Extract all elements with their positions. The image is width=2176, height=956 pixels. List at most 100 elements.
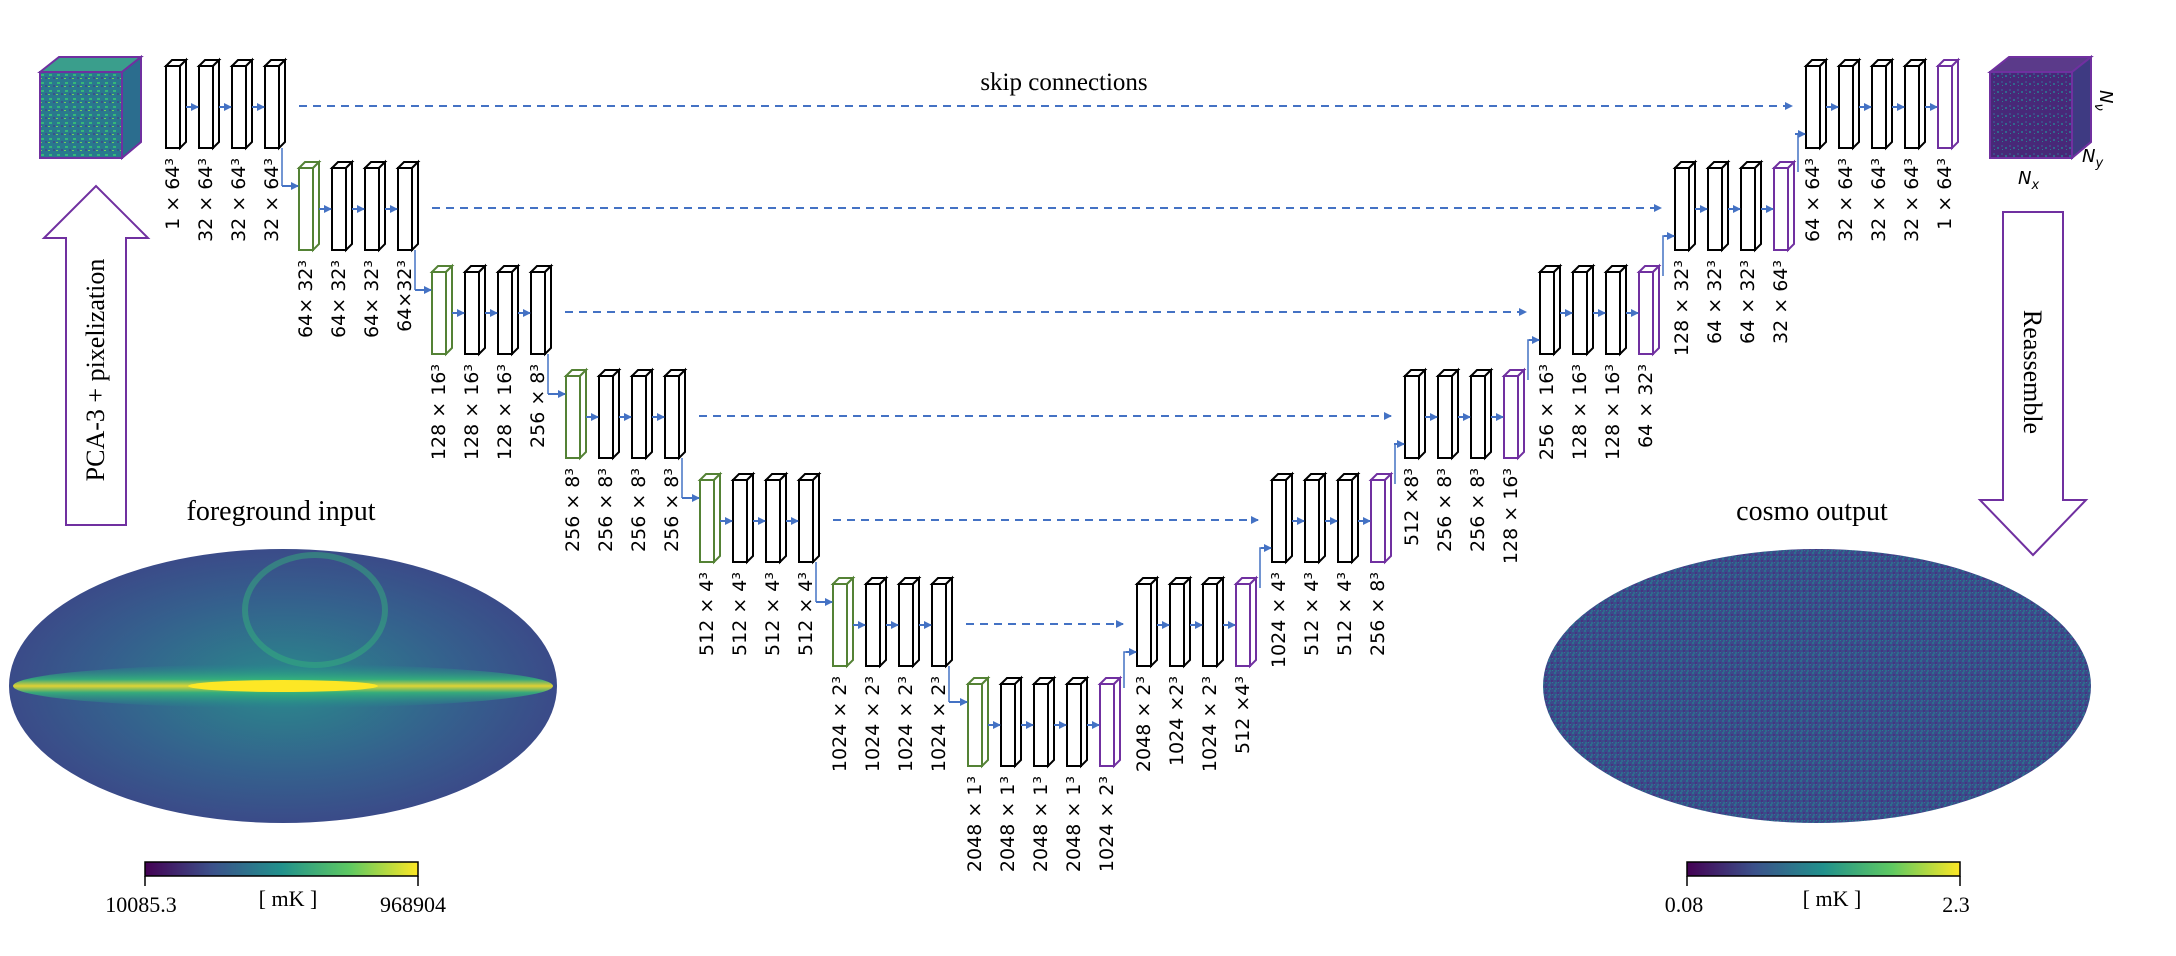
- cosmo-output-title: cosmo output: [1736, 496, 1888, 527]
- decoder-1-block-3: [1368, 471, 1394, 565]
- encoder-3-block-3: [662, 367, 688, 461]
- block-size-label: 1024 × 2³: [1199, 676, 1221, 772]
- block-size-label: 32 × 64³: [1868, 158, 1890, 242]
- encoder-3-block-0: [563, 367, 589, 461]
- network-layers: 1 × 64³ 32 × 64³ 32 × 64³ 32 × 64³ 64× 32³ 64…: [162, 57, 1961, 872]
- block-size-label: 1024 × 2³: [1096, 776, 1118, 872]
- cosmo-max-label: 2.3: [1942, 892, 1970, 917]
- block-size-label: 512 × 4³: [795, 572, 817, 656]
- axis-nx-label: Nx: [2018, 168, 2039, 193]
- encoder-0-block-3: [262, 57, 288, 151]
- encoder-3-block-2: [629, 367, 655, 461]
- decoder-0-block-0: [1134, 575, 1160, 669]
- decoder-3-block-1: [1570, 263, 1596, 357]
- cosmo-sky-map: [1543, 549, 2091, 823]
- block-size-label: 512 × 4³: [1334, 572, 1356, 656]
- foreground-input-title: foreground input: [187, 496, 376, 527]
- block-size-label: 128 × 16³: [494, 364, 516, 460]
- block-size-label: 512 × 4³: [1301, 572, 1323, 656]
- pca-pixelization-label: PCA-3 + pixelization: [81, 259, 110, 482]
- block-size-label: 2048 × 1³: [1063, 776, 1085, 872]
- block-size-label: 2048 × 2³: [1133, 676, 1155, 772]
- block-size-label: 128 × 16³: [461, 364, 483, 460]
- block-size-label: 256 × 8³: [661, 468, 683, 552]
- bottleneck-block-2: [1031, 675, 1057, 769]
- decoder-4-block-2: [1738, 159, 1764, 253]
- encoder-1-block-0: [296, 159, 322, 253]
- block-size-label: 512 ×8³: [1401, 468, 1423, 546]
- block-size-label: 64 × 32³: [1737, 260, 1759, 344]
- block-size-label: 256 × 16³: [1536, 364, 1558, 460]
- encoder-1-block-2: [362, 159, 388, 253]
- encoder-2-block-3: [528, 263, 554, 357]
- decoder-5-block-4: [1935, 57, 1961, 151]
- fg-min-label: 10085.3: [105, 892, 177, 917]
- block-size-label: 256 × 8³: [1367, 572, 1389, 656]
- cosmo-colorbar: 0.08 [ mK ] 2.3: [1665, 861, 1970, 917]
- encoder-1-block-1: [329, 159, 355, 253]
- encoder-0-block-0: [163, 57, 189, 151]
- encoder-4-block-0: [697, 471, 723, 565]
- block-size-label: 512 ×4³: [1232, 676, 1254, 754]
- decoder-0-block-1: [1167, 575, 1193, 669]
- decoder-4-block-1: [1705, 159, 1731, 253]
- encoder-5-block-1: [863, 575, 889, 669]
- axis-ny-label: Ny: [2082, 146, 2103, 171]
- decoder-2-block-1: [1435, 367, 1461, 461]
- encoder-4-block-1: [730, 471, 756, 565]
- decoder-2-block-3: [1501, 367, 1527, 461]
- block-size-label: 32 × 64³: [1835, 158, 1857, 242]
- encoder-5-block-0: [830, 575, 856, 669]
- fg-max-label: 968904: [380, 892, 446, 917]
- decoder-0-block-2: [1200, 575, 1226, 669]
- decoder-2-block-2: [1468, 367, 1494, 461]
- block-size-label: 64 × 32³: [1635, 364, 1657, 448]
- block-size-label: 128 × 16³: [1500, 468, 1522, 564]
- bottleneck-block-4: [1097, 675, 1123, 769]
- encoder-4-block-3: [796, 471, 822, 565]
- block-size-label: 128 × 16³: [428, 364, 450, 460]
- block-size-label: 64× 32³: [295, 260, 317, 338]
- encoder-4-block-2: [763, 471, 789, 565]
- block-size-label: 32 × 64³: [195, 158, 217, 242]
- encoder-3-block-1: [596, 367, 622, 461]
- decoder-2-block-0: [1402, 367, 1428, 461]
- block-size-label: 64×32³: [394, 260, 416, 332]
- block-size-label: 32 × 64³: [1770, 260, 1792, 344]
- block-size-label: 64 × 32³: [1704, 260, 1726, 344]
- decoder-4-block-3: [1771, 159, 1797, 253]
- block-size-label: 1024 × 2³: [895, 676, 917, 772]
- encoder-0-block-1: [196, 57, 222, 151]
- decoder-1-block-1: [1302, 471, 1328, 565]
- pca-arrow: PCA-3 + pixelization: [41, 184, 151, 526]
- encoder-2-block-2: [495, 263, 521, 357]
- block-size-label: 512 × 4³: [696, 572, 718, 656]
- encoder-5-block-2: [896, 575, 922, 669]
- reassemble-label: Reassemble: [2018, 310, 2047, 434]
- fg-unit-label: [ mK ]: [259, 886, 318, 911]
- foreground-colorbar: 10085.3 [ mK ] 968904: [105, 861, 446, 917]
- decoder-3-block-0: [1537, 263, 1563, 357]
- decoder-5-block-0: [1803, 57, 1829, 151]
- axis-nv-label: Nν: [2091, 90, 2116, 111]
- cube-axis-labels: Nx Ny Nν: [2018, 90, 2116, 193]
- block-size-label: 2048 × 1³: [1030, 776, 1052, 872]
- output-cube: [1987, 54, 2094, 161]
- decoder-3-block-3: [1636, 263, 1662, 357]
- encoder-5-block-3: [929, 575, 955, 669]
- block-size-label: 2048 × 1³: [964, 776, 986, 872]
- block-size-label: 512 × 4³: [762, 572, 784, 656]
- decoder-5-block-1: [1836, 57, 1862, 151]
- block-size-label: 1024 × 4³: [1268, 572, 1290, 668]
- block-size-label: 1 × 64³: [1934, 158, 1956, 230]
- reassemble-arrow: Reassemble: [1977, 211, 2089, 557]
- block-size-label: 1024 × 2³: [928, 676, 950, 772]
- foreground-sky-map: [9, 549, 557, 823]
- decoder-1-block-2: [1335, 471, 1361, 565]
- cosmo-unit-label: [ mK ]: [1803, 886, 1862, 911]
- block-size-label: 128 × 16³: [1602, 364, 1624, 460]
- bottleneck-block-0: [965, 675, 991, 769]
- encoder-2-block-1: [462, 263, 488, 357]
- block-size-label: 1 × 64³: [162, 158, 184, 230]
